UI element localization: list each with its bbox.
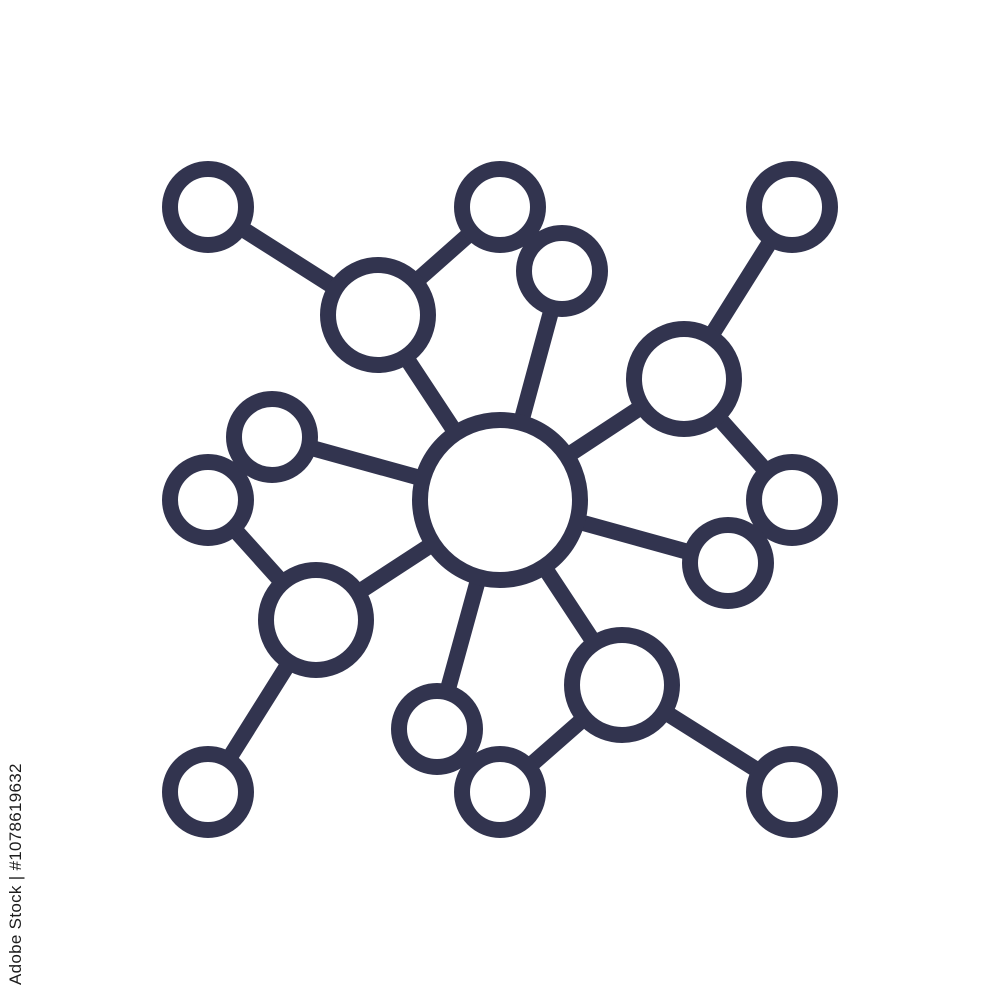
node-circle-bottomB [391, 683, 483, 775]
node-circle-topA [454, 161, 546, 253]
node-circle-llHub [258, 562, 374, 678]
node-circle-center [412, 412, 588, 588]
node-circle-urLeaf [746, 161, 838, 253]
node-circle-urHub [626, 321, 742, 437]
node-circle-rightB [682, 517, 774, 609]
node-circle-lrLeaf [746, 746, 838, 838]
node-circle-leftA [162, 454, 254, 546]
node-circle-ulLeaf [162, 161, 254, 253]
node-circles [162, 161, 838, 838]
node-circle-topB [516, 225, 608, 317]
node-circle-ulHub [320, 257, 436, 373]
node-circle-rightA [746, 454, 838, 546]
node-circle-lrHub [564, 627, 680, 743]
stock-id-watermark: Adobe Stock | #1078619632 [6, 763, 25, 985]
node-circle-bottomA [454, 746, 546, 838]
node-circle-leftB [226, 391, 318, 483]
node-circle-llLeaf [162, 746, 254, 838]
